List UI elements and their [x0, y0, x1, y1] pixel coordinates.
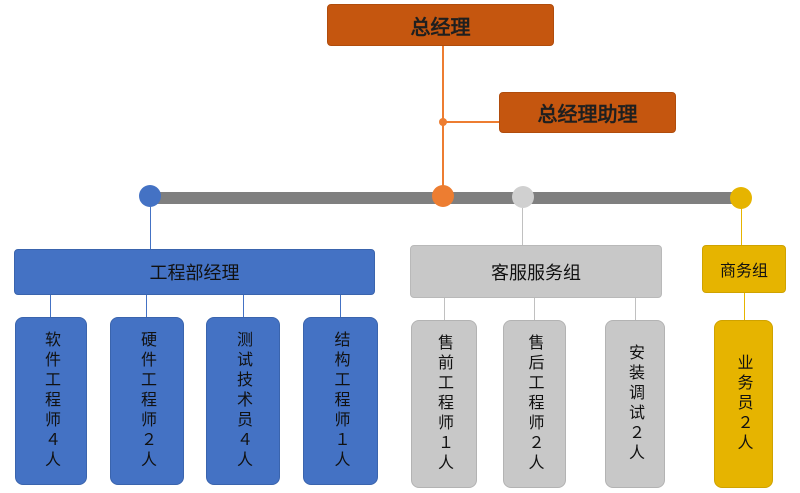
member-label: 安装调试２人 [626, 344, 645, 464]
business-header: 商务组 [702, 245, 786, 293]
general-manager-box: 总经理 [327, 4, 554, 46]
service-node [512, 186, 534, 208]
eng-connector-3 [243, 295, 244, 317]
engineering-drop [150, 206, 151, 250]
service-header: 客服服务组 [410, 245, 662, 298]
eng-connector-1 [50, 295, 51, 317]
member-presales-engineer: 售前工程师１人 [411, 320, 477, 488]
member-test-technician: 测试技术员４人 [206, 317, 280, 485]
svc-connector-1 [444, 298, 445, 320]
eng-connector-2 [146, 295, 147, 317]
gm-node [432, 185, 454, 207]
engineering-header: 工程部经理 [14, 249, 375, 295]
service-header-label: 客服服务组 [491, 262, 581, 284]
member-salesperson: 业务员２人 [714, 320, 773, 488]
svc-connector-2 [534, 298, 535, 320]
business-header-label: 商务组 [719, 261, 768, 280]
eng-connector-4 [340, 295, 341, 317]
general-manager-label: 总经理 [410, 14, 471, 39]
member-structural-engineer: 结构工程师１人 [303, 317, 378, 485]
engineering-header-label: 工程部经理 [149, 263, 240, 284]
member-label: 业务员２人 [734, 354, 754, 454]
member-label: 售前工程师１人 [435, 334, 454, 474]
business-drop [741, 208, 742, 246]
engineering-node [139, 185, 161, 207]
member-hardware-engineer: 硬件工程师２人 [110, 317, 184, 485]
member-aftersales-engineer: 售后工程师２人 [503, 320, 566, 488]
member-label: 硬件工程师２人 [138, 331, 157, 471]
assistant-box: 总经理助理 [499, 92, 676, 133]
assistant-joint [439, 118, 447, 126]
svc-connector-3 [635, 298, 636, 320]
service-drop [522, 208, 523, 246]
member-installation: 安装调试２人 [605, 320, 665, 488]
member-label: 软件工程师４人 [42, 331, 61, 471]
member-label: 售后工程师２人 [525, 334, 545, 474]
biz-connector-1 [744, 293, 745, 320]
business-node [730, 187, 752, 209]
assistant-label: 总经理助理 [537, 102, 638, 126]
member-label: 结构工程师１人 [331, 331, 351, 471]
member-software-engineer: 软件工程师４人 [15, 317, 87, 485]
assistant-connector [443, 121, 499, 123]
member-label: 测试技术员４人 [234, 331, 253, 471]
